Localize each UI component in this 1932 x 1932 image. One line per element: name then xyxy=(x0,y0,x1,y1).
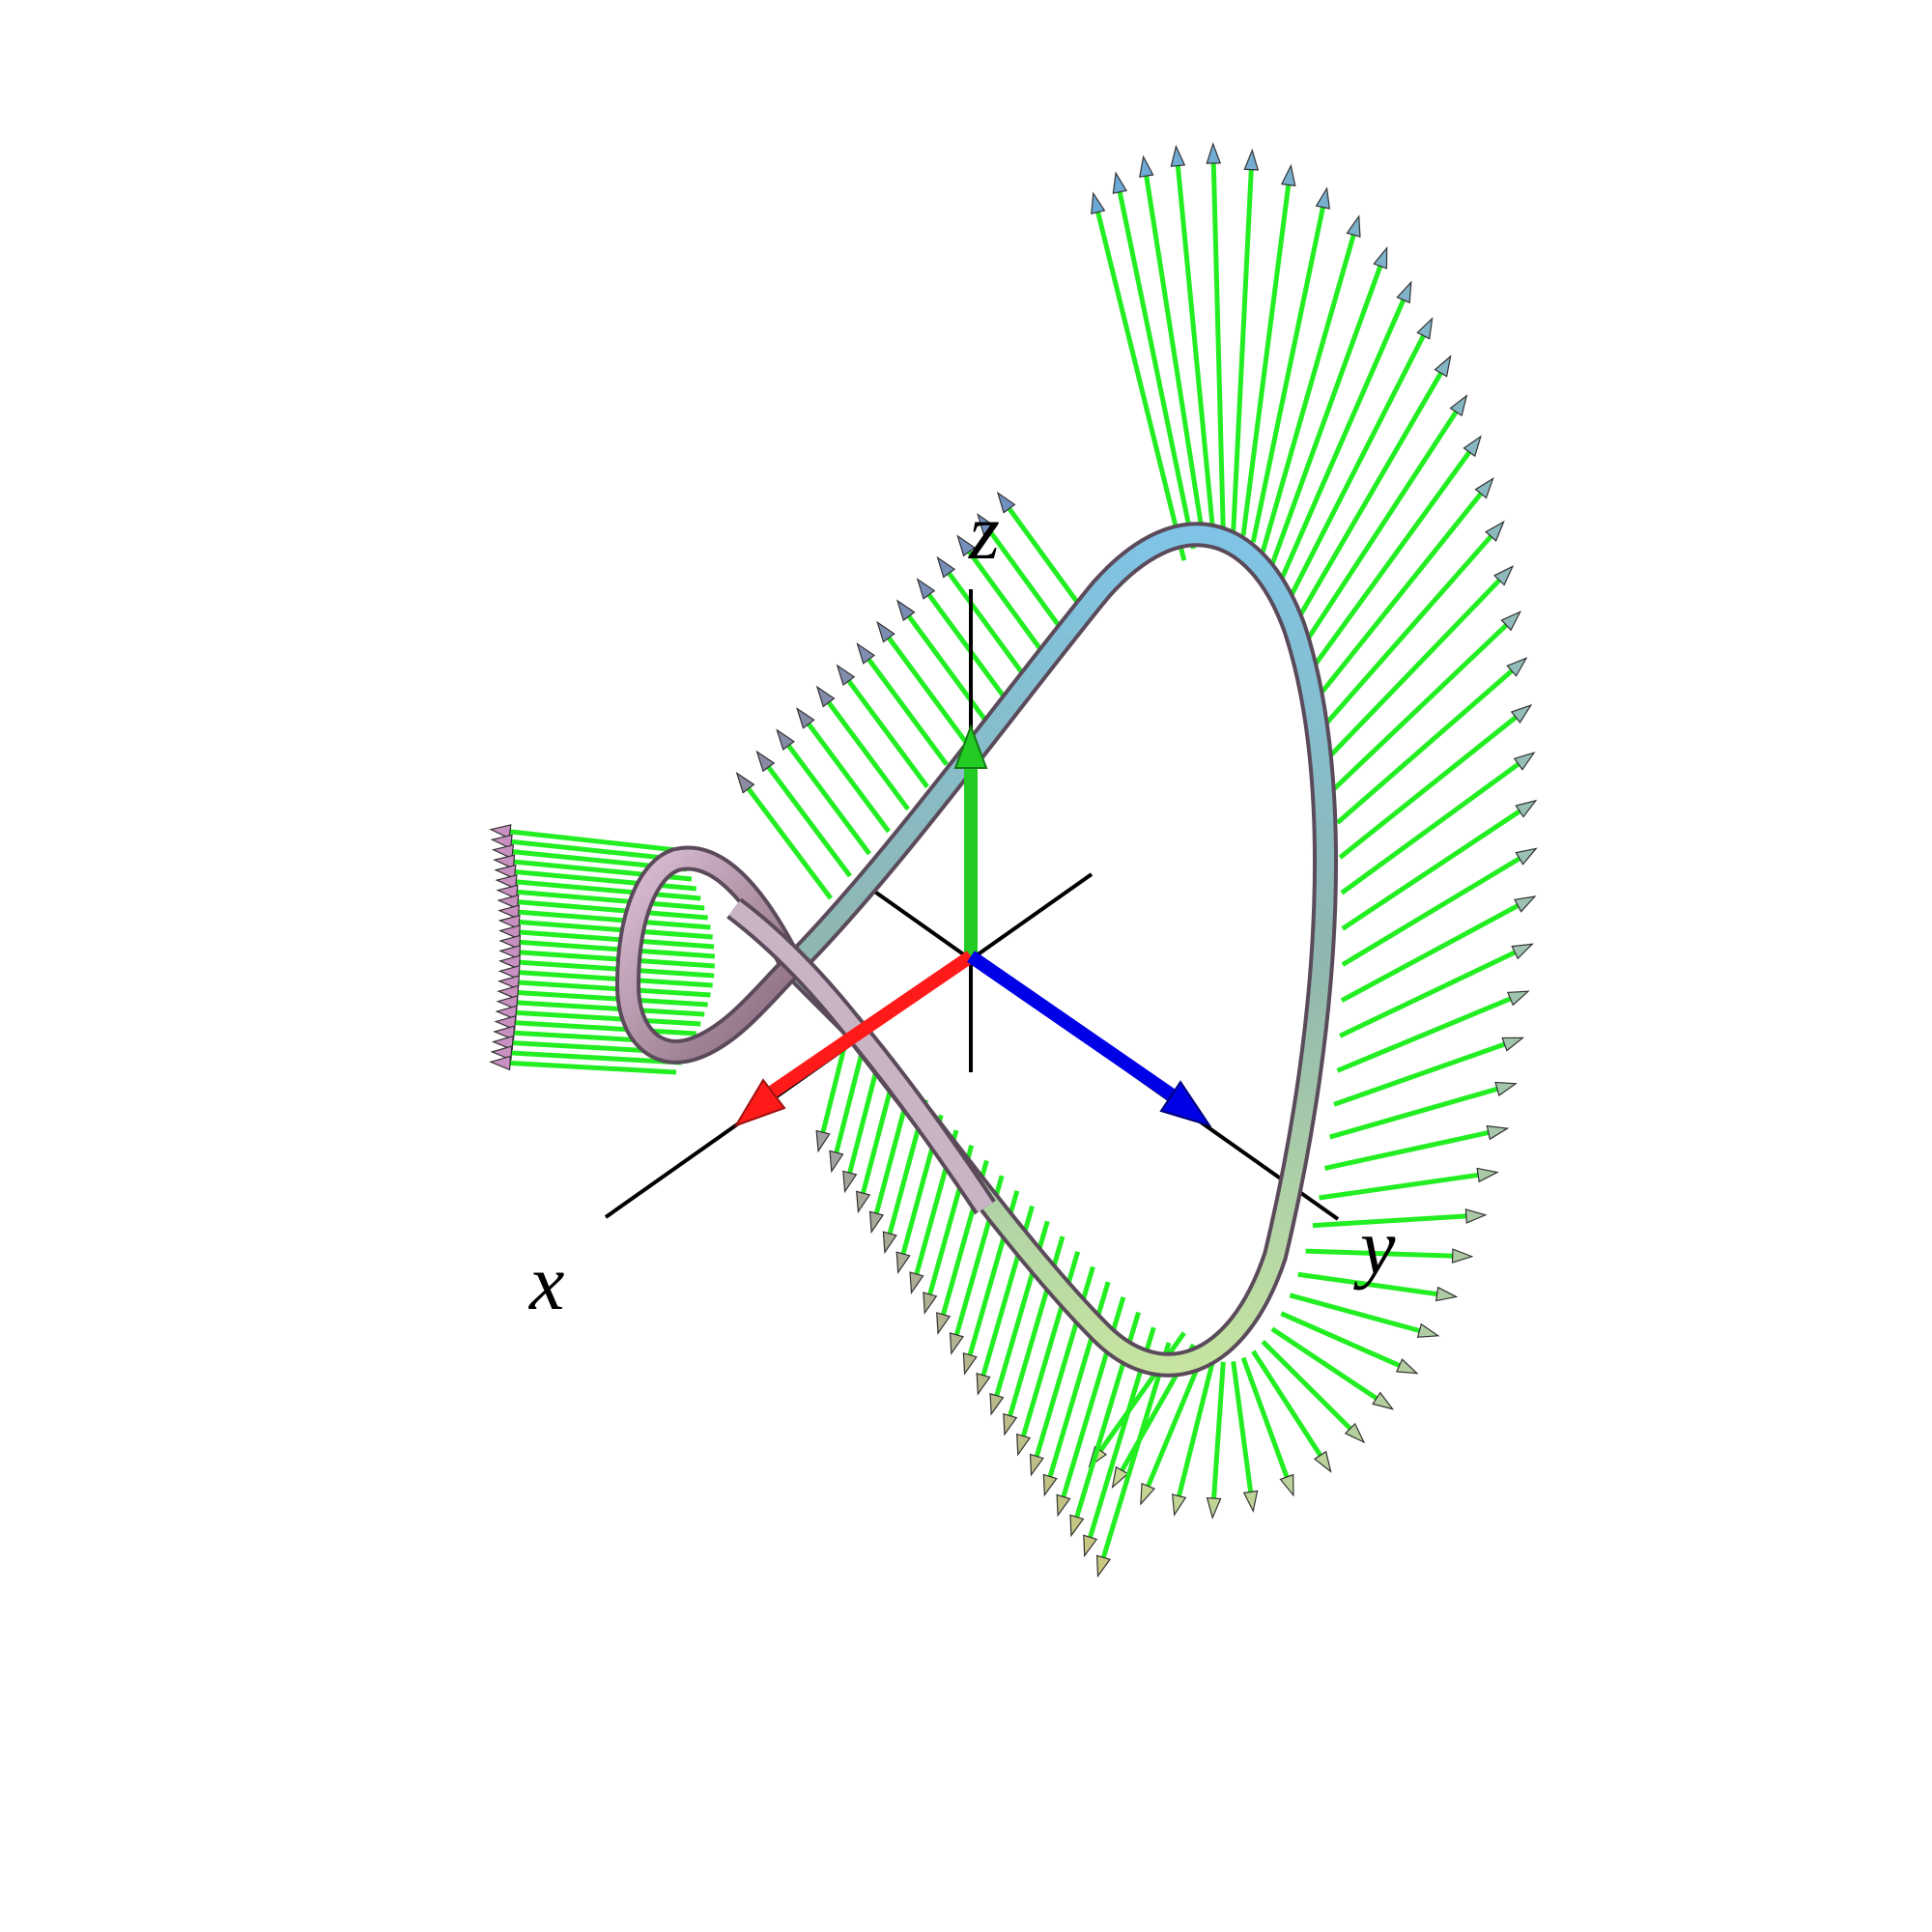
z-axis-label: z xyxy=(968,488,1000,576)
vector-arrow xyxy=(497,975,711,998)
vector-arrow xyxy=(996,491,1085,611)
vector-arrow xyxy=(1310,435,1482,669)
vector-arrow xyxy=(495,1005,701,1027)
vector-arrow xyxy=(1335,657,1528,825)
vector-arrow xyxy=(494,864,697,892)
vector-arrow xyxy=(1305,1248,1474,1264)
vector-arrow xyxy=(498,924,715,950)
vector-arrow xyxy=(496,995,705,1017)
vector-arrow xyxy=(755,750,853,878)
vector-arrow xyxy=(1322,520,1505,727)
vector-arrow xyxy=(1338,703,1533,860)
vector-arrow xyxy=(1288,317,1434,600)
vector-arrow xyxy=(1279,280,1412,582)
vector-arrow xyxy=(1240,163,1296,536)
vector-arrow xyxy=(1336,990,1530,1073)
vector-arrow xyxy=(1112,171,1197,550)
vector-arrow xyxy=(1140,1352,1207,1506)
space-curve-tube xyxy=(614,522,1338,1378)
vector-arrow xyxy=(1261,1339,1366,1444)
vector-arrow xyxy=(497,984,708,1008)
vector-arrow xyxy=(489,1055,677,1075)
vector-arrow xyxy=(1341,799,1538,931)
vector-arrow xyxy=(776,728,872,856)
vector-arrow xyxy=(1303,394,1468,644)
y-arrow-head xyxy=(1159,1080,1212,1127)
vector-arrow xyxy=(1327,564,1515,758)
y-arrow-shaft xyxy=(967,951,1178,1102)
vector-arrow xyxy=(977,513,1065,633)
vector-arrow xyxy=(1240,1356,1294,1497)
vector-arrow xyxy=(1328,1081,1518,1140)
vector-arrow xyxy=(1206,142,1226,532)
vector-arrow xyxy=(1139,155,1207,541)
vector-arrow xyxy=(498,954,715,979)
vector-arrow xyxy=(1250,186,1331,543)
normal-vector-field xyxy=(489,142,1538,1578)
x-axis-label: x xyxy=(528,1238,564,1326)
vector-arrow xyxy=(829,1038,868,1174)
vector-arrow xyxy=(1319,1167,1499,1201)
vector-arrow xyxy=(856,642,950,767)
vector-arrow xyxy=(496,884,705,911)
vector-arrow xyxy=(815,685,911,811)
vector-arrow xyxy=(1340,895,1537,1003)
vector-arrow xyxy=(1231,1361,1259,1514)
vector-arrow xyxy=(735,771,833,900)
vector-arrow xyxy=(1280,1311,1419,1375)
vector-arrow xyxy=(796,706,892,834)
vector-arrow xyxy=(498,934,716,959)
vector-arrow xyxy=(489,824,677,853)
vector-arrow xyxy=(1341,847,1538,967)
vector-arrow xyxy=(1260,214,1361,553)
vector-arrow xyxy=(1297,1271,1459,1302)
vector-arrow xyxy=(836,664,930,789)
vector-arrow xyxy=(498,944,716,969)
frame-arrows xyxy=(733,724,1212,1127)
y-axis-label: y xyxy=(1353,1203,1396,1291)
vector-arrow xyxy=(1340,752,1536,895)
vector-arrow xyxy=(1251,1350,1332,1473)
vector-arrow xyxy=(1270,1326,1395,1410)
vector-arrow xyxy=(1323,1124,1510,1171)
vector-arrow xyxy=(497,904,711,930)
vector-arrow xyxy=(1317,476,1494,697)
vector-arrow xyxy=(876,620,969,744)
vector-arrow xyxy=(1312,1208,1488,1229)
vector-arrow xyxy=(495,874,701,901)
z-arrow-head xyxy=(953,724,988,769)
vector-arrow xyxy=(1339,943,1534,1038)
vector-arrow xyxy=(1095,1342,1172,1578)
vector-arrow xyxy=(1333,1037,1525,1107)
vector-arrow xyxy=(490,834,682,863)
vector-arrow xyxy=(1206,1361,1226,1520)
vector-arrow xyxy=(1295,355,1452,621)
curve-big-loop xyxy=(782,522,1338,1378)
x-arrow-shaft xyxy=(769,951,975,1097)
vector-arrow xyxy=(1332,611,1522,791)
vector-arrow xyxy=(956,534,1046,655)
vector-arrow xyxy=(936,555,1027,677)
vector-arrow xyxy=(1172,1358,1216,1517)
vector-arrow xyxy=(494,1014,696,1037)
vector-arrow xyxy=(1170,144,1216,535)
x-arrow-head xyxy=(733,1078,786,1127)
vector-arrow xyxy=(1269,246,1388,566)
vector-arrow xyxy=(916,578,1008,699)
vector-arrow xyxy=(1289,1293,1440,1338)
vector-arrow xyxy=(497,894,708,921)
vector-arrow xyxy=(1091,191,1187,561)
vector-arrow xyxy=(490,1045,682,1065)
vector-arrow xyxy=(497,914,713,940)
vector-arrow xyxy=(497,964,713,988)
vector-arrow xyxy=(1231,148,1260,532)
